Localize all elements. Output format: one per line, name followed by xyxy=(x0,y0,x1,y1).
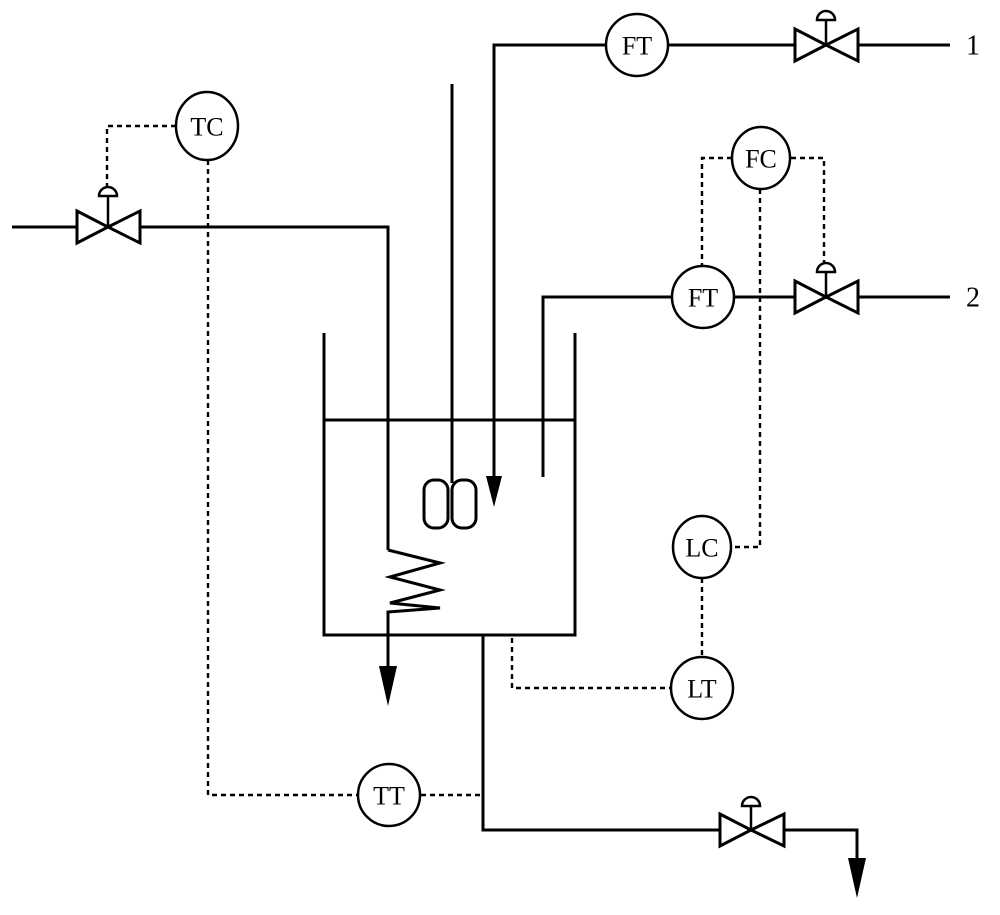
tt-label: TT xyxy=(373,782,405,811)
ft-2-label: FT xyxy=(688,284,718,313)
flow-controller: FC xyxy=(730,125,792,191)
outlet-line xyxy=(481,635,866,898)
stream-1-label: 1 xyxy=(966,31,980,62)
level-transmitter: LT xyxy=(669,655,735,721)
flow-transmitter-2: FT xyxy=(670,264,736,330)
feed-1-control-valve xyxy=(793,9,860,64)
feed-line-2 xyxy=(541,295,950,477)
tc-label: TC xyxy=(190,113,223,142)
level-controller: LC xyxy=(671,514,733,580)
temperature-controller: TC xyxy=(174,90,240,162)
heating-control-valve xyxy=(75,185,142,246)
flow-transmitter-1: FT xyxy=(604,12,670,78)
lc-label: LC xyxy=(685,534,718,563)
feed-2-control-valve xyxy=(793,261,860,316)
impeller-blade-left xyxy=(422,478,450,530)
fc-label: FC xyxy=(745,145,777,174)
lt-label: LT xyxy=(687,675,716,704)
ft-1-label: FT xyxy=(622,32,652,61)
temperature-transmitter: TT xyxy=(356,762,422,828)
impeller-blade-right xyxy=(450,478,478,530)
heating-coil xyxy=(384,548,446,668)
feed-1-arrow xyxy=(486,476,502,507)
reactor-vessel xyxy=(322,333,577,637)
stream-2-label: 2 xyxy=(966,283,980,314)
agitator xyxy=(422,84,478,530)
outlet-arrow xyxy=(848,858,866,898)
signal-lines xyxy=(105,124,826,797)
outlet-valve xyxy=(718,795,786,849)
feed-line-1 xyxy=(486,43,950,507)
heating-line xyxy=(12,225,446,706)
heating-outlet-arrow xyxy=(379,666,397,706)
